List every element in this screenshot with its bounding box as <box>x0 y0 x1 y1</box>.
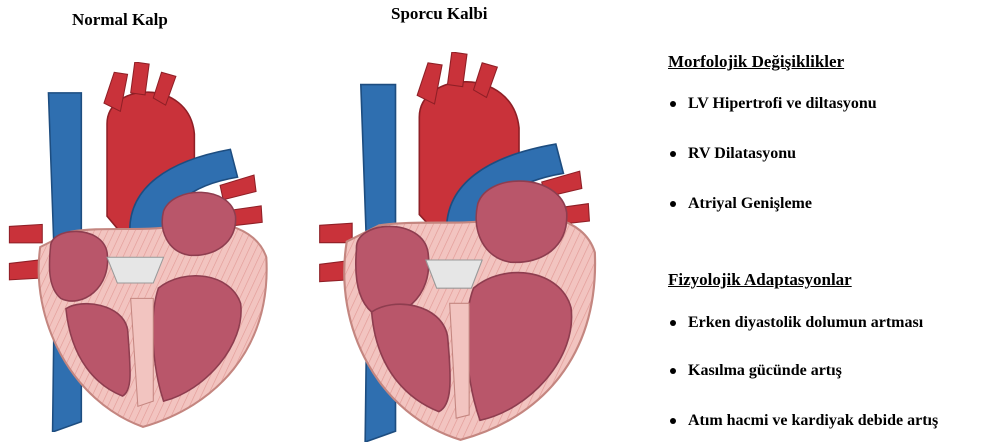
physiology-item-filling-label: Erken diyastolik dolumun artması <box>688 314 923 332</box>
morphology-item-atrial: Atriyal Genişleme <box>670 195 812 213</box>
bullet-icon <box>670 201 676 207</box>
physiology-item-contraction: Kasılma gücünde artış <box>670 362 842 380</box>
bullet-icon <box>670 418 676 424</box>
normal-heart-illustration <box>8 62 278 432</box>
physiology-item-stroke-volume: Atım hacmi ve kardiyak debide artış <box>670 412 938 430</box>
morphology-item-lv: LV Hipertrofi ve diltasyonu <box>670 95 877 113</box>
physiology-heading: Fizyolojik Adaptasyonlar <box>668 270 852 290</box>
physiology-item-stroke-volume-label: Atım hacmi ve kardiyak debide artış <box>688 412 938 430</box>
morphology-item-rv: RV Dilatasyonu <box>670 145 796 163</box>
morphology-heading: Morfolojik Değişiklikler <box>668 52 844 72</box>
bullet-icon <box>670 101 676 107</box>
bullet-icon <box>670 320 676 326</box>
morphology-item-rv-label: RV Dilatasyonu <box>688 145 796 163</box>
bullet-icon <box>670 368 676 374</box>
physiology-item-filling: Erken diyastolik dolumun artması <box>670 314 923 332</box>
bullet-icon <box>670 151 676 157</box>
physiology-item-contraction-label: Kasılma gücünde artış <box>688 362 842 380</box>
athlete-heart-illustration <box>318 52 603 442</box>
morphology-item-atrial-label: Atriyal Genişleme <box>688 195 812 213</box>
athlete-heart-title: Sporcu Kalbi <box>391 4 488 24</box>
morphology-item-lv-label: LV Hipertrofi ve diltasyonu <box>688 95 877 113</box>
normal-heart-title: Normal Kalp <box>72 10 168 30</box>
